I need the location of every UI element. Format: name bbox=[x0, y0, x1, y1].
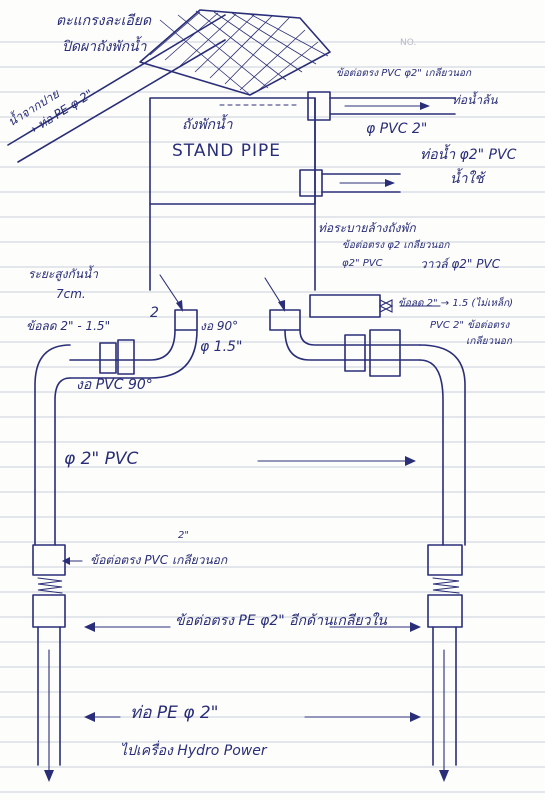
flow-arrows bbox=[62, 456, 421, 722]
pe-connector-label: ข้อต่อตรง PE φ2" อีกด้านเกลียวใน bbox=[175, 613, 387, 629]
left-outlet-assembly bbox=[69, 274, 198, 379]
right-pvc-connector-label-line2: เกลียวนอก bbox=[466, 336, 512, 347]
water-height-label-line1: ระยะสูงกันน้ำ bbox=[28, 267, 98, 281]
water-use-outlet bbox=[299, 169, 401, 197]
overflow-outlet bbox=[307, 91, 456, 121]
left-down-pipe bbox=[32, 344, 71, 782]
overflow-fitting-label: ข้อต่อตรง PVC φ2" เกลียวนอก bbox=[336, 68, 472, 79]
pe-pipe-label: ท่อ PE φ 2" bbox=[130, 703, 219, 723]
inflow-pipe bbox=[7, 14, 226, 163]
elbow-90-label: งอ 90° bbox=[200, 319, 239, 333]
page-number-label: NO. bbox=[400, 38, 417, 48]
to-hydro-power-label: ไปเครื่อง Hydro Power bbox=[120, 743, 267, 759]
tank-thai-label: ถังพักน้ำ bbox=[182, 117, 233, 133]
pvc-thread-label: ข้อต่อตรง PVC เกลียวนอก bbox=[90, 553, 228, 567]
pvc-thread-size-label: 2" bbox=[178, 530, 189, 541]
right-outlet-assembly bbox=[264, 277, 441, 377]
water-use-pipe-label: ท่อน้ำ φ2" PVC bbox=[420, 147, 517, 163]
left-size-number-label: 2 bbox=[150, 305, 159, 321]
tank-label: STAND PIPE bbox=[172, 141, 281, 161]
roof-label-line1: ตะแกรงละเอียด bbox=[56, 13, 152, 29]
right-pvc-connector-label-line1: PVC 2" ข้อต่อตรง bbox=[430, 320, 510, 331]
drain-label-line2: ข้อต่อตรง φ2 เกลียวนอก bbox=[342, 240, 450, 251]
water-height-label-line2: 7cm. bbox=[56, 287, 86, 301]
valve-label: วาวล์ φ2" PVC bbox=[420, 257, 501, 271]
overflow-pvc-size-label: φ PVC 2" bbox=[366, 121, 428, 137]
stand-pipe-tank bbox=[149, 97, 316, 291]
right-reducer-label: ข้อลด 2" → 1.5 (ไม่เหล็ก) bbox=[398, 298, 514, 309]
left-reducer-label: ข้อลด 2" - 1.5" bbox=[26, 319, 111, 333]
water-use-label: น้ำใช้ bbox=[450, 171, 484, 187]
overflow-pipe-label: ท่อน้ำล้น bbox=[452, 93, 498, 107]
main-pipe-label: φ 2" PVC bbox=[64, 449, 139, 469]
drain-label-line3: φ2" PVC bbox=[342, 258, 383, 269]
diameter-1-5-label: φ 1.5" bbox=[200, 339, 243, 355]
roof-label-line2: ปิดผาถังพักน้ำ bbox=[62, 39, 147, 55]
left-elbow-label: งอ PVC 90° bbox=[76, 377, 153, 393]
mesh-cover bbox=[139, 9, 331, 96]
drain-label-line1: ท่อระบายล้างถังพัก bbox=[318, 221, 416, 235]
right-down-pipe bbox=[419, 344, 466, 782]
